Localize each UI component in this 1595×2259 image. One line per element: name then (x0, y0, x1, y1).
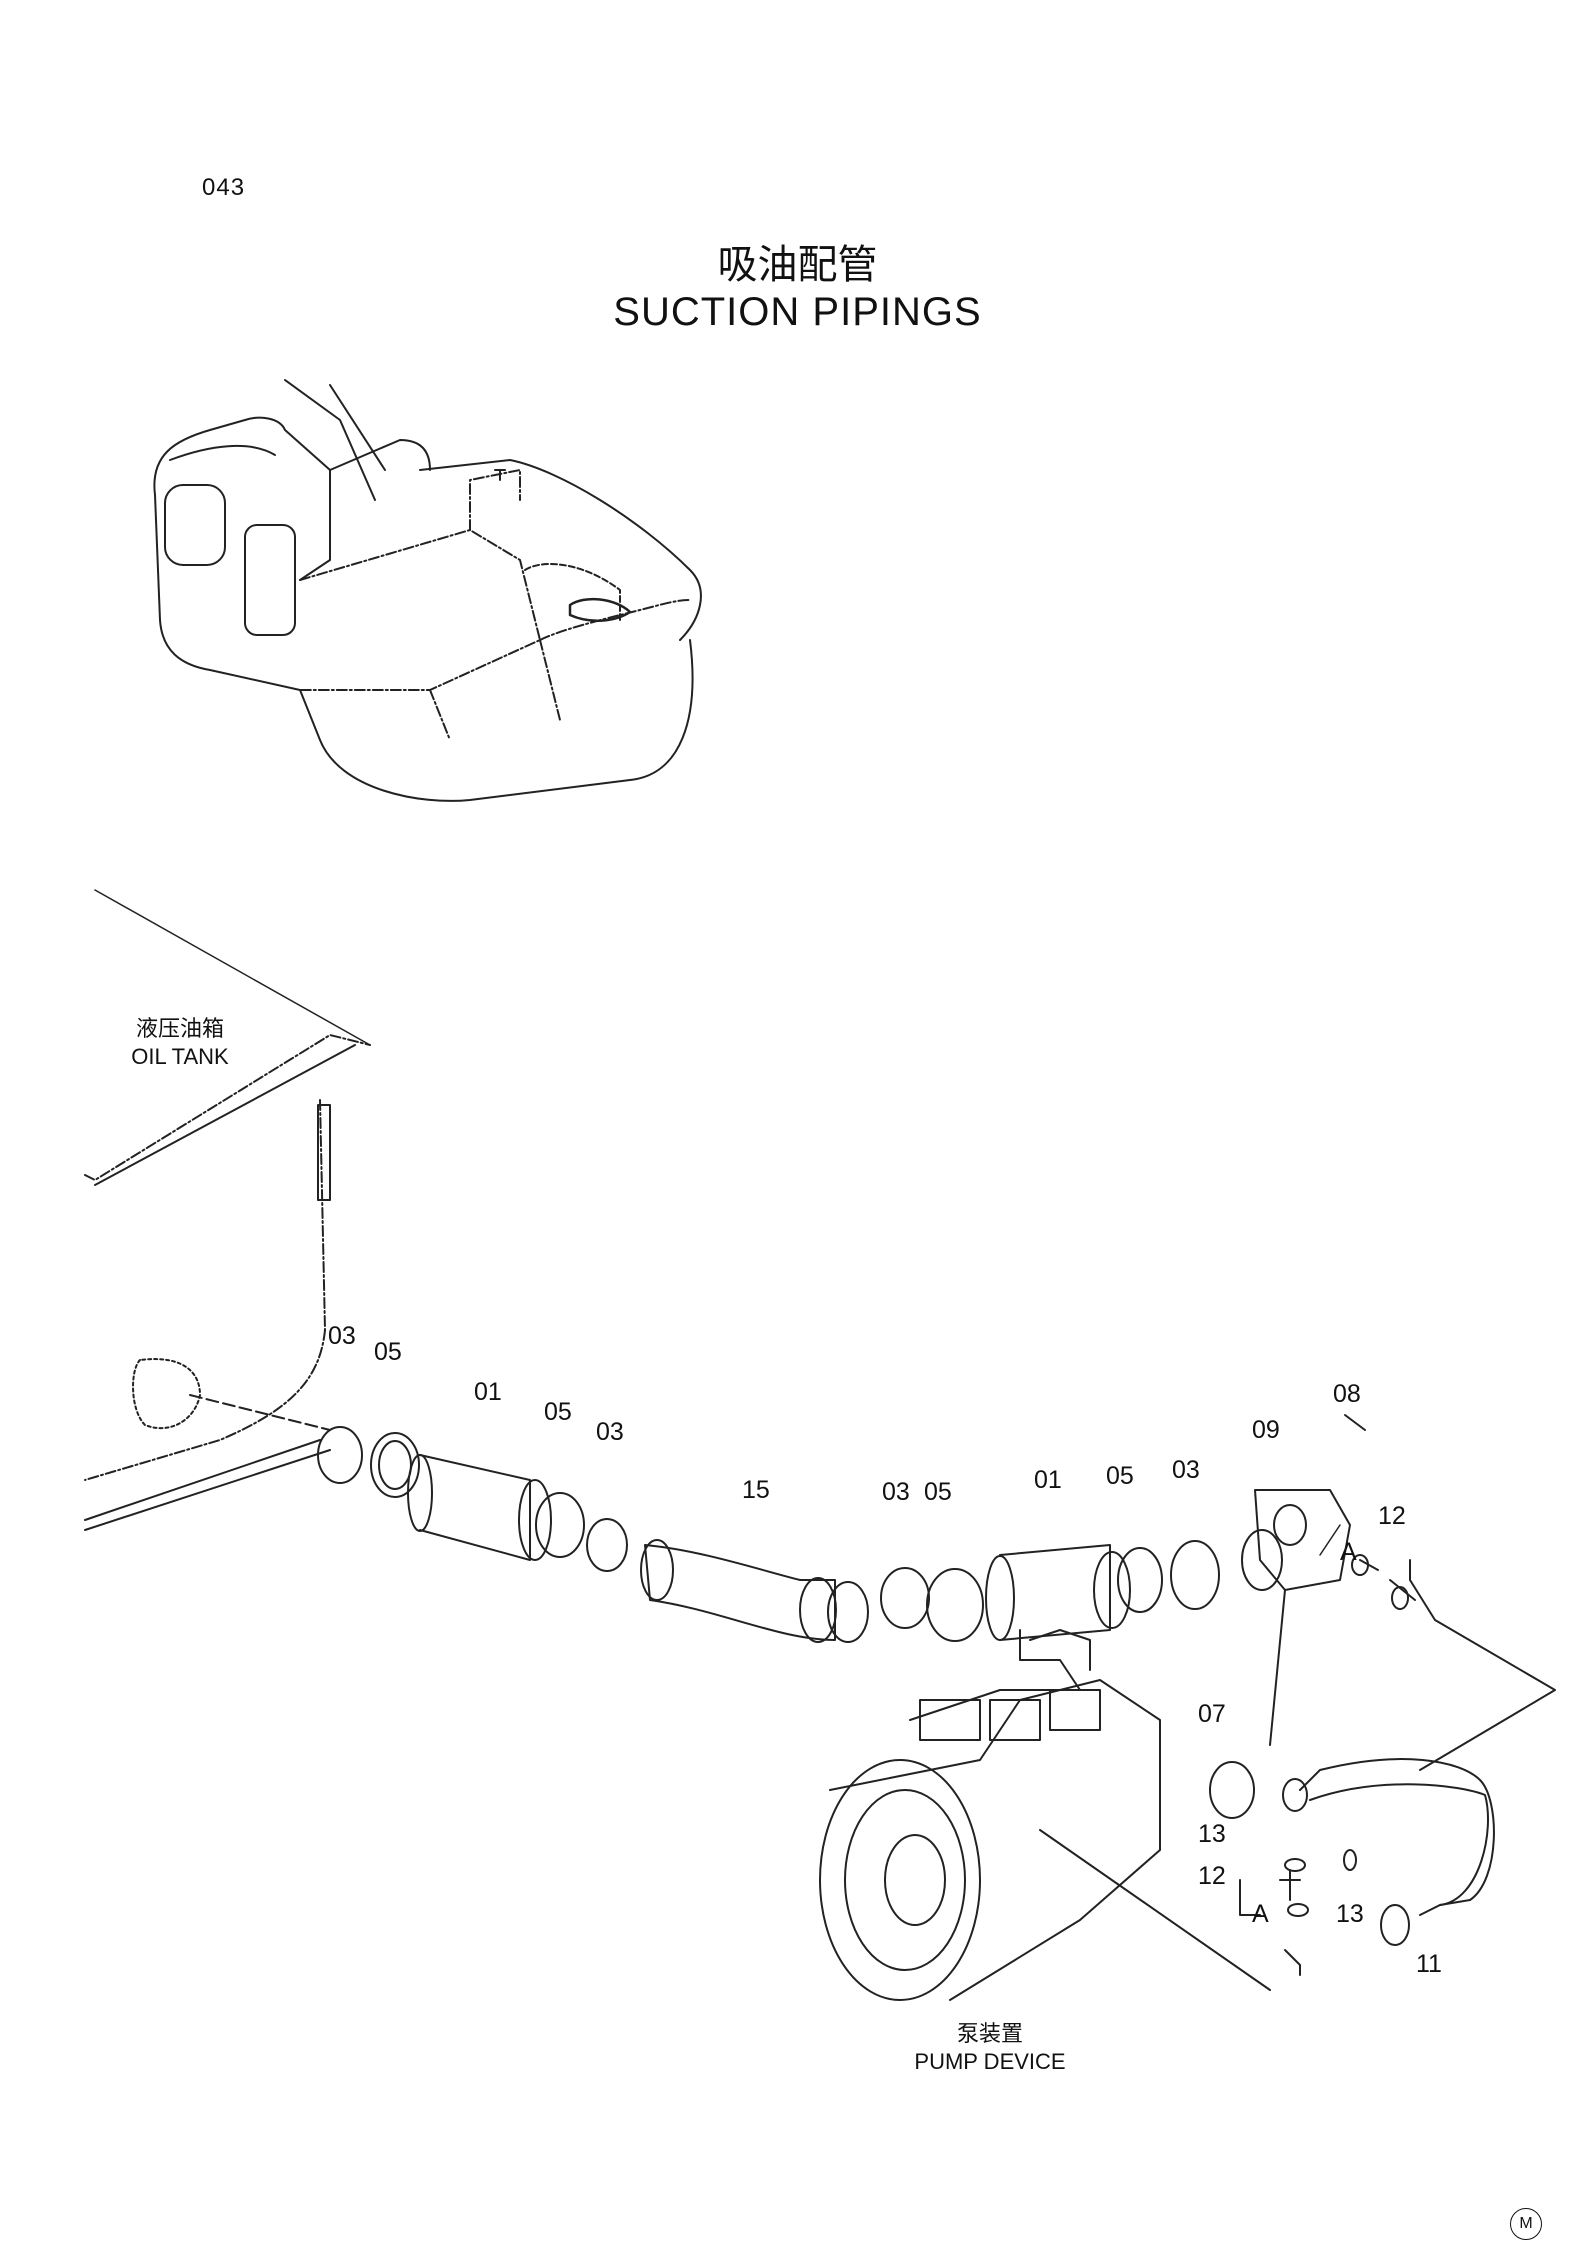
part-number-08: 08 (1333, 1380, 1361, 1408)
oil-tank-label-en: OIL TANK (131, 1043, 229, 1069)
part-number-01: 01 (474, 1378, 502, 1406)
pump-device-label: 泵装置 PUMP DEVICE (880, 2020, 1100, 2075)
title-english: SUCTION PIPINGS (613, 290, 982, 334)
part-number-13: 13 (1336, 1900, 1364, 1928)
oil-tank-illustration (84, 889, 371, 1531)
part-number-01: 01 (1034, 1466, 1062, 1494)
part-number-12: 12 (1378, 1502, 1406, 1530)
part-number-11: 11 (1416, 1950, 1442, 1978)
pump-device-label-cn: 泵装置 (956, 2021, 1023, 2046)
suction-line-parts (317, 1414, 1556, 1771)
detail-letter-a: A (1252, 1900, 1269, 1928)
part-number-13: 13 (1198, 1820, 1226, 1848)
part-number-15: 15 (742, 1476, 770, 1504)
part-number-03: 03 (882, 1478, 910, 1506)
part-number-07: 07 (1198, 1700, 1226, 1728)
part-number-05: 05 (1106, 1462, 1134, 1490)
pump-device-label-en: PUMP DEVICE (914, 2048, 1066, 2074)
part-number-03: 03 (1172, 1456, 1200, 1484)
excavator-overview-illustration (153, 379, 702, 802)
part-number-05: 05 (544, 1398, 572, 1426)
part-number-12: 12 (1198, 1862, 1226, 1890)
title-chinese: 吸油配管 (717, 242, 878, 288)
pump-device-illustration (819, 1629, 1495, 2001)
part-number-05: 05 (924, 1478, 952, 1506)
oil-tank-label: 液压油箱 OIL TANK (100, 1015, 260, 1070)
detail-letter-a: A (1340, 1538, 1357, 1566)
part-number-05: 05 (374, 1338, 402, 1366)
oil-tank-label-cn: 液压油箱 (135, 1016, 224, 1041)
part-number-03: 03 (596, 1418, 624, 1446)
page-code: 043 (202, 174, 246, 201)
corner-mark: M (1510, 2208, 1542, 2240)
part-number-03: 03 (328, 1322, 356, 1350)
part-number-09: 09 (1252, 1416, 1280, 1444)
